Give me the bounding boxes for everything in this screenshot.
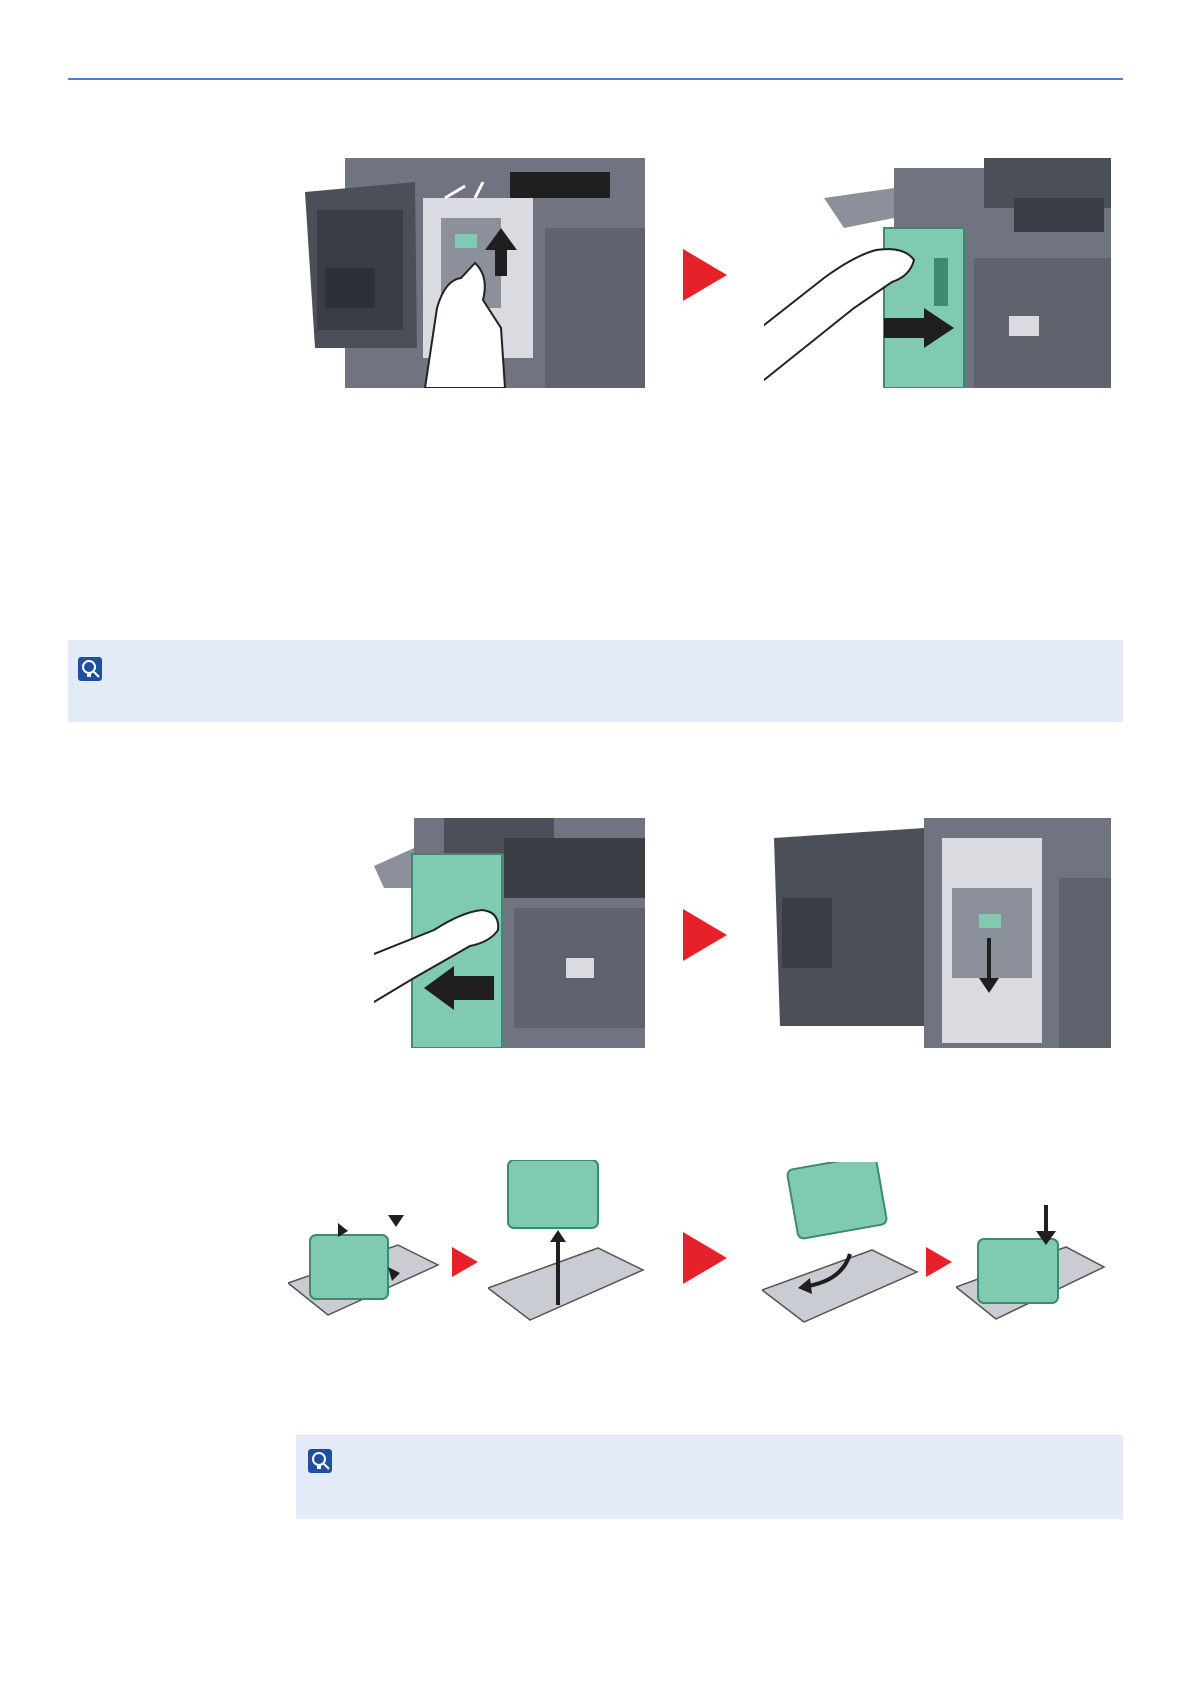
red-triangle-right-icon — [683, 249, 727, 301]
note-box-2 — [296, 1435, 1123, 1519]
figure-step-c-2 — [488, 1160, 648, 1325]
stapler-press-illustration — [305, 158, 645, 388]
remove-staple-unit-illustration — [774, 818, 1111, 1048]
red-triangle-right-icon — [683, 1232, 727, 1284]
staple-cartridge-squeeze-illustration — [288, 1205, 440, 1325]
close-front-cover-illustration — [764, 158, 1111, 388]
header-rule — [68, 78, 1123, 80]
figure-step-c-3 — [762, 1162, 920, 1325]
figure-step-b-open-cover-right — [774, 818, 1111, 1048]
figure-step-a-close-cover-left — [305, 158, 645, 388]
note-lightbulb-icon — [78, 657, 102, 681]
figure-step-c-4 — [956, 1205, 1106, 1330]
staple-cartridge-insert-illustration — [762, 1162, 920, 1325]
figure-step-b-open-cover-left — [374, 818, 645, 1048]
redacted-label — [510, 172, 610, 198]
note-box-1 — [68, 640, 1123, 722]
figure-step-a-close-cover-right — [764, 158, 1111, 388]
open-front-cover-illustration — [374, 818, 645, 1048]
staple-cartridge-push-illustration — [956, 1205, 1106, 1330]
red-triangle-right-icon — [452, 1247, 478, 1277]
red-triangle-right-icon — [683, 909, 727, 961]
staple-cartridge-lift-illustration — [488, 1160, 648, 1325]
red-triangle-right-icon — [926, 1247, 952, 1277]
figure-step-c-1 — [288, 1205, 440, 1325]
note-lightbulb-icon — [308, 1449, 332, 1473]
